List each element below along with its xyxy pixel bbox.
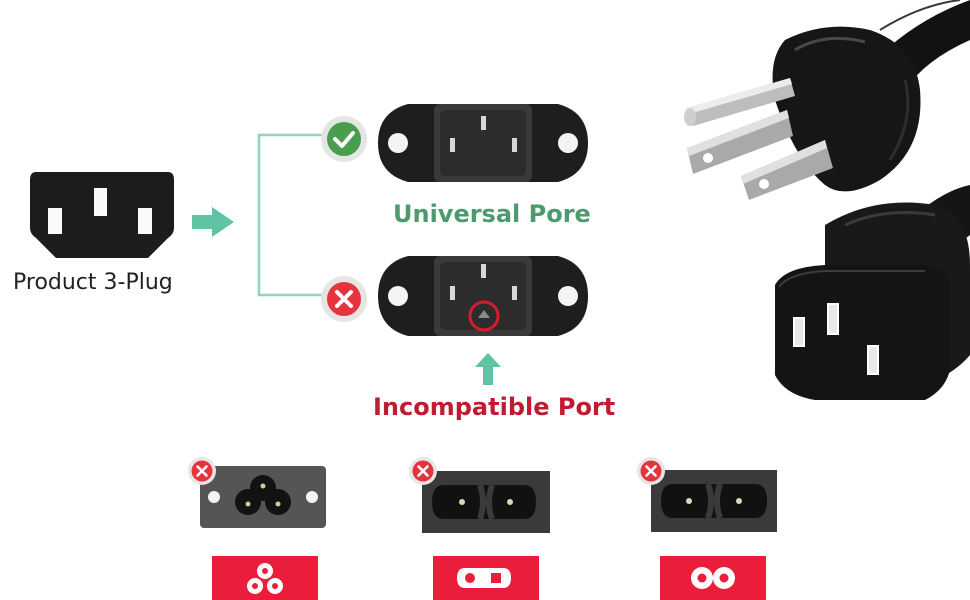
- check-circle-icon: [320, 115, 368, 163]
- universal-label: Universal Pore: [393, 200, 591, 228]
- product-plug-socket-icon: [26, 168, 178, 262]
- right-arrow-icon: [190, 206, 236, 238]
- c5-socket-icon: [200, 466, 326, 528]
- nema-plug-icon: [675, 0, 970, 200]
- c7-polarized-socket-icon: [422, 471, 550, 533]
- cross-circle-icon: [636, 456, 666, 486]
- bracket-connector: [256, 130, 326, 300]
- c7-figure8-symbol-tag: [660, 556, 766, 600]
- cross-circle-icon: [187, 456, 217, 486]
- cross-circle-icon: [408, 456, 438, 486]
- incompatible-socket-icon: [374, 250, 592, 342]
- product-label: Product 3-Plug: [13, 270, 173, 295]
- c13-connector-icon: [765, 185, 970, 415]
- c7-polarized-symbol-tag: [433, 556, 539, 600]
- c5-symbol-tag: [212, 556, 318, 600]
- c7-figure8-socket-icon: [651, 470, 777, 532]
- universal-socket-icon: [374, 98, 592, 188]
- incompatible-label: Incompatible Port: [373, 393, 616, 421]
- up-arrow-icon: [474, 352, 502, 386]
- cross-circle-icon: [320, 275, 368, 323]
